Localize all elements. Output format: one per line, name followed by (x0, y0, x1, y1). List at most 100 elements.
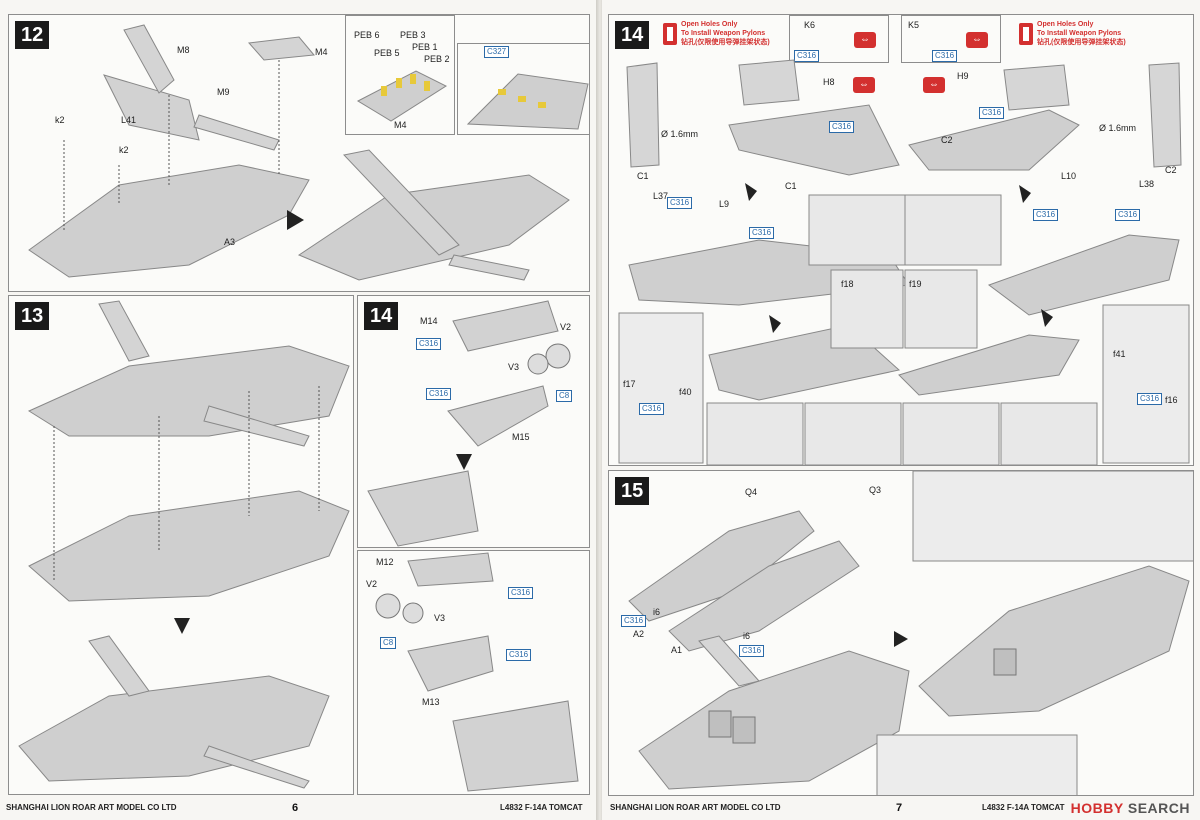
part-label-i6-b: i6 (743, 631, 751, 641)
step-number: 14 (615, 21, 650, 49)
ref-c316-f17: C316 (639, 403, 665, 415)
watermark-search: SEARCH (1127, 800, 1190, 816)
inset-label-peb2: PEB 2 (424, 54, 450, 64)
detail-diagram (466, 73, 589, 130)
footer-company: SHANGHAI LION ROAR ART MODEL CO LTD (6, 803, 177, 812)
inset-label-peb1: PEB 1 (412, 42, 438, 52)
inset-label-peb3: PEB 3 (400, 30, 426, 40)
inset-label-peb6: PEB 6 (354, 30, 380, 40)
ref-c316-k5: C316 (932, 50, 958, 62)
step-15-panel: 15 Q4 Q3 C316 i6 i6 C316 A2 A1 (608, 470, 1194, 796)
part-label-l10: L10 (1061, 171, 1077, 181)
swap-icon-h9: ⇔ (923, 77, 945, 93)
notice-line1-left: Open Holes Only (681, 21, 738, 28)
part-label-m4: M4 (315, 47, 328, 57)
part-label-c1-b: C1 (785, 181, 797, 191)
part-label-f19: f19 (909, 279, 922, 289)
ref-c316-h9: C316 (979, 107, 1005, 119)
footer-company: SHANGHAI LION ROAR ART MODEL CO LTD (610, 803, 781, 812)
part-label-k2-b: k2 (119, 145, 129, 155)
step-number: 14 (364, 302, 399, 330)
ref-c316-l38: C316 (1115, 209, 1141, 221)
notice-line1-right: Open Holes Only (1037, 21, 1094, 28)
part-label-i6-a: i6 (653, 607, 661, 617)
part-label-f41: f41 (1113, 349, 1126, 359)
part-label-h9: H9 (957, 71, 969, 81)
part-label-m13: M13 (422, 697, 440, 707)
inset-diagram (356, 70, 448, 122)
step-12-diagram (28, 24, 570, 281)
part-label-m12: M12 (376, 557, 394, 567)
part-label-c2-b: C2 (1165, 165, 1177, 175)
part-label-q4: Q4 (745, 487, 758, 497)
notice-cn-right: 钻孔(仅限使用导弹挂架状态) (1037, 39, 1126, 46)
part-label-l9: L9 (719, 199, 730, 209)
ref-c316-l37: C316 (667, 197, 693, 209)
inset-label-m4: M4 (394, 120, 407, 130)
notice-line2-left: To Install Weapon Pylons (681, 30, 766, 37)
step-14-right-diagram (618, 59, 1190, 465)
part-label-k2-a: k2 (55, 115, 65, 125)
step-14-left-diagram (367, 300, 571, 547)
ref-c8-b: C8 (380, 637, 397, 649)
ref-c316-k6: C316 (794, 50, 820, 62)
ref-c316-b: C316 (426, 388, 452, 400)
part-label-a1: A1 (671, 645, 683, 655)
step-14-left-bottom-panel: M12 C316 V2 V3 C8 C316 M13 (357, 550, 590, 795)
step-12-panel: 12 M8 M4 L41 M9 k2 k2 A3 (8, 14, 590, 292)
part-label-f16: f16 (1165, 395, 1178, 405)
ref-c316-c: C316 (508, 587, 534, 599)
page-number: 7 (896, 802, 903, 814)
ref-c316-l10: C316 (1033, 209, 1059, 221)
part-label-m9: M9 (217, 87, 230, 97)
left-page: 12 M8 M4 L41 M9 k2 k2 A3 (0, 0, 598, 820)
ref-c327: C327 (484, 46, 510, 58)
step-14-left-panel: 14 M14 C316 V2 V3 C8 C316 M15 (357, 295, 590, 548)
ref-c316-i6-a: C316 (621, 615, 647, 627)
ref-c8: C8 (556, 390, 573, 402)
step-13-diagram (18, 300, 350, 789)
swap-icon-k6: ⇔ (854, 32, 876, 48)
part-label-v3-b: V3 (434, 613, 446, 623)
hobby-search-watermark: HOBBY SEARCH (1071, 800, 1190, 816)
notice-cn-left: 钻孔(仅限使用导弹挂架状态) (681, 39, 770, 46)
swap-icon-k5: ⇔ (966, 32, 988, 48)
part-label-a3: A3 (224, 237, 236, 247)
swap-icon-h8: ⇔ (853, 77, 875, 93)
right-page: 14 Open Holes Only To Install Weapon Pyl… (602, 0, 1200, 820)
footer-model: L4832 F-14A TOMCAT (500, 803, 583, 812)
notice-line2-right: To Install Weapon Pylons (1037, 30, 1122, 37)
part-label-v3: V3 (508, 362, 520, 372)
watermark-hobby: HOBBY (1070, 800, 1124, 816)
page-number: 6 (292, 802, 299, 814)
part-label-c2-a: C2 (941, 135, 953, 145)
part-label-f40: f40 (679, 387, 692, 397)
detail-inset: C327 (457, 43, 589, 135)
step-15-diagram (628, 471, 1193, 795)
part-label-k5: K5 (908, 20, 920, 30)
part-label-m15: M15 (512, 432, 530, 442)
k6-box: K6 C316 ⇔ (789, 15, 889, 63)
k5-box: K5 C316 ⇔ (901, 15, 1001, 63)
step-14-right-panel: 14 Open Holes Only To Install Weapon Pyl… (608, 14, 1194, 466)
part-label-c1-a: C1 (637, 171, 649, 181)
page-gutter (596, 0, 604, 820)
part-label-q3: Q3 (869, 485, 882, 495)
inset-label-peb5: PEB 5 (374, 48, 400, 58)
footer-model: L4832 F-14A TOMCAT (982, 803, 1065, 812)
step-number: 12 (15, 21, 50, 49)
hole-diameter-right: Ø 1.6mm (1099, 123, 1137, 133)
step-14-left-bottom-diagram (375, 552, 579, 792)
part-label-l38: L38 (1139, 179, 1155, 189)
hole-diameter-left: Ø 1.6mm (661, 129, 699, 139)
part-label-l41: L41 (121, 115, 137, 125)
ref-c316-a: C316 (416, 338, 442, 350)
photo-etch-inset: PEB 6 PEB 5 PEB 3 PEB 1 PEB 2 M4 (345, 15, 455, 135)
part-label-a2: A2 (633, 629, 645, 639)
part-label-l37: L37 (653, 191, 669, 201)
part-label-v2: V2 (560, 322, 572, 332)
drill-icon-right (1019, 23, 1033, 45)
part-label-h8: H8 (823, 77, 835, 87)
ref-c316-d: C316 (506, 649, 532, 661)
step-13-panel: 13 (8, 295, 354, 795)
